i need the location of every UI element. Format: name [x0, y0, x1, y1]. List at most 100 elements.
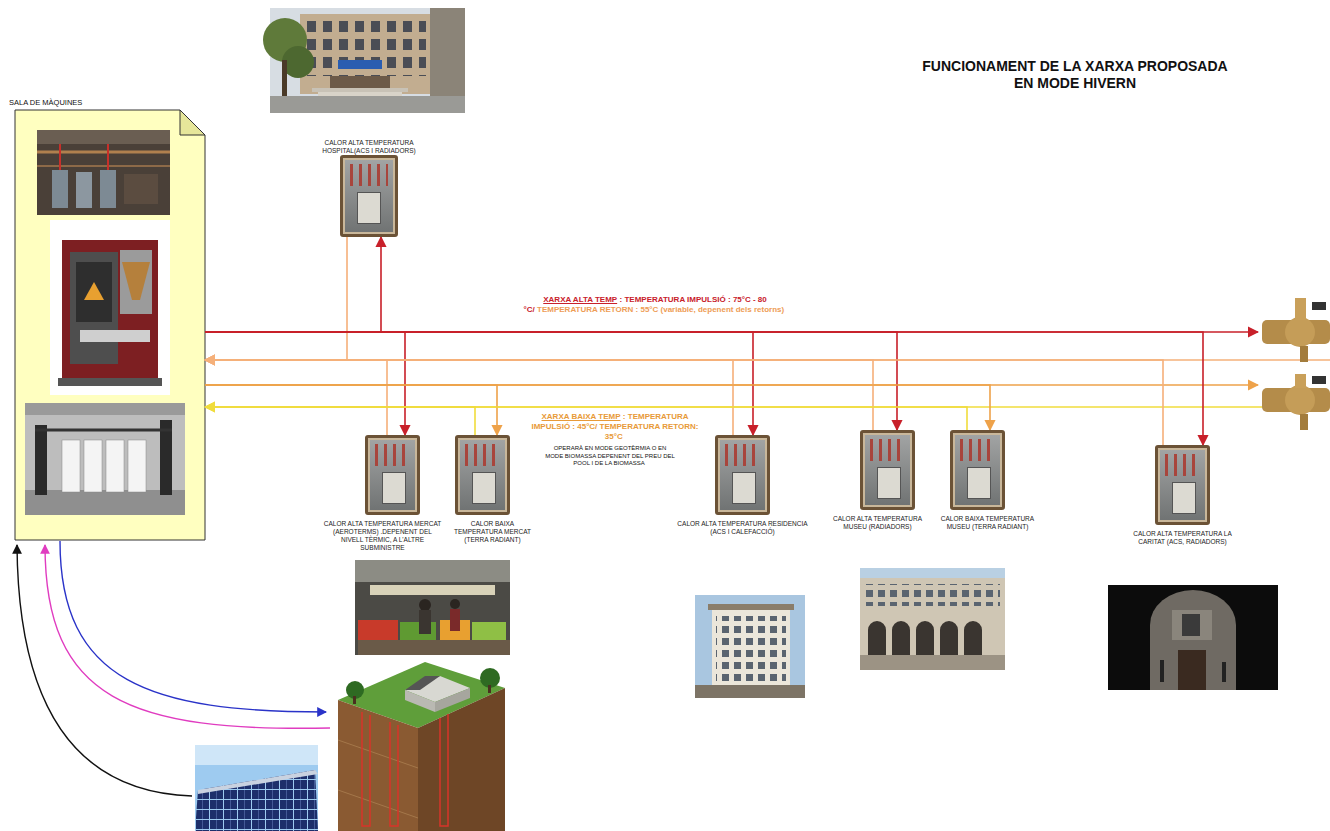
boiler-room-photo [37, 130, 170, 144]
heat-pump-room-photo [106, 440, 124, 492]
caritat-photo [1178, 650, 1206, 690]
substation-label: CALOR ALTA TEMPERATURA LA CARITAT (ACS, … [1123, 530, 1243, 546]
biomass-boiler-photo [58, 378, 162, 386]
pipe-connector [205, 332, 1203, 445]
hospital-photo [263, 8, 465, 113]
solar-panels-photo [195, 745, 318, 765]
residence-photo [716, 616, 786, 692]
biomass-boiler-photo [120, 250, 152, 314]
biomass-boiler-photo [80, 330, 150, 342]
heat-pump-room-photo [25, 403, 185, 515]
market-photo [450, 609, 460, 631]
room-heading: SALA DE MÀQUINES [9, 98, 82, 107]
pipe-connector [205, 407, 475, 435]
boiler-room-photo [107, 144, 109, 170]
pipe-connector [205, 360, 873, 430]
museum-courtyard-photo [860, 568, 1005, 670]
balancing-valve [1312, 376, 1326, 384]
machine-room: SALA DE MÀQUINES [15, 110, 205, 540]
pipe-connector [205, 237, 347, 360]
caritat-photo [1160, 660, 1164, 682]
label-group: XARXA ALTA TEMP: TEMPERATURA IMPULSIÓ : … [505, 295, 805, 315]
caritat-photo [1108, 585, 1278, 690]
balancing-valve [1262, 374, 1330, 430]
source-arrows [17, 545, 192, 796]
diagram-title: FUNCIONAMENT DE LA XARXA PROPOSADA EN MO… [915, 58, 1235, 92]
geothermal-field [362, 712, 370, 826]
substation-label: CALOR ALTA TEMPERATURA HOSPITAL(ACS I RA… [314, 139, 424, 155]
geothermal-field [338, 700, 418, 831]
label-group: OPERARÀ EN MODE GEOTÈRMIA O EN MODE BIOM… [545, 445, 675, 468]
machine-room-folder [15, 110, 205, 540]
geothermal-field [353, 696, 356, 704]
geothermal-field [435, 688, 470, 712]
pipe-connector [205, 237, 381, 332]
heat-pump-room-photo [35, 425, 47, 495]
solar-panels-photo [198, 770, 318, 794]
network-label: TEMPERATURA RETORN : 55°C (variable, dep… [537, 305, 784, 314]
heat-substation: CALOR ALTA TEMPERATURA MUSEU (RADIADORS) [860, 430, 915, 510]
geothermal-field [405, 690, 435, 712]
residence-photo [712, 610, 790, 698]
biomass-boiler-photo [122, 262, 150, 300]
substation-label: CALOR ALTA TEMPERATURA MERCAT (AEROTERMS… [324, 520, 442, 553]
pipe-connector [205, 360, 1163, 445]
geothermal-field [338, 662, 505, 831]
balancing-valve [1312, 302, 1326, 310]
pipe-connector [205, 360, 387, 435]
hospital-photo [282, 60, 287, 100]
solar-panels-photo [195, 770, 318, 831]
geothermal-field [488, 685, 491, 693]
solar-panels-photo [195, 745, 318, 831]
boiler-room-photo [37, 130, 170, 215]
biomass-boiler-photo [84, 282, 104, 300]
heat-pump-room-photo [35, 429, 172, 432]
museum-courtyard-photo [860, 568, 1005, 670]
boiler-room-photo [37, 151, 170, 154]
substation-label: CALOR ALTA TEMPERATURA RESIDENCIA (ACS I… [675, 520, 810, 536]
heating-pipes [205, 332, 1330, 407]
balancing-valve [1300, 414, 1308, 430]
heat-substation: CALOR ALTA TEMPERATURA RESIDENCIA (ACS I… [715, 435, 770, 515]
balancing-valve [1295, 298, 1306, 320]
substation-label: CALOR ALTA TEMPERATURA MUSEU (RADIADORS) [823, 515, 933, 531]
heat-substation: CALOR BAIXA TEMPERATURA MUSEU (TERRA RAD… [950, 430, 1005, 510]
boiler-room-photo [37, 130, 170, 215]
network-label: XARXA BAIXA TEMP [542, 412, 621, 421]
heat-substation: CALOR BAIXA TEMPERATURA MERCAT (TERRA RA… [455, 435, 510, 515]
balancing-valve [1300, 346, 1308, 362]
boiler-room-photo [124, 174, 158, 204]
hospital-photo [318, 92, 402, 96]
boiler-room-photo [37, 165, 170, 167]
geothermal-field [338, 740, 418, 768]
heat-substation: CALOR ALTA TEMPERATURA MERCAT (AEROTERMS… [365, 435, 420, 515]
market-photo [419, 599, 431, 611]
geothermal-field [405, 676, 440, 690]
caritat-photo [1222, 662, 1226, 682]
source-arrows [60, 541, 326, 712]
market-photo [355, 560, 510, 582]
substation-label: CALOR BAIXA TEMPERATURA MERCAT (TERRA RA… [447, 520, 539, 544]
heat-pump-room-photo [84, 440, 102, 492]
caritat-photo [1108, 585, 1278, 690]
operation-note: OPERARÀ EN MODE GEOTÈRMIA O EN MODE BIOM… [545, 445, 675, 466]
machine-room-folder [180, 110, 205, 135]
balancing-valve [1285, 317, 1315, 347]
residence-photo [695, 595, 805, 698]
pipe-connector [205, 385, 497, 435]
biomass-boiler-photo [50, 220, 170, 395]
balancing-valve [1285, 385, 1315, 415]
biomass-boiler-photo [62, 240, 158, 380]
caritat-photo [1172, 610, 1212, 640]
source-arrows [17, 541, 330, 796]
museum-courtyard-photo [860, 568, 1005, 578]
heat-substation: CALOR ALTA TEMPERATURA HOSPITAL(ACS I RA… [340, 155, 398, 237]
biomass-boiler-photo [50, 220, 170, 395]
heat-substation: CALOR ALTA TEMPERATURA LA CARITAT (ACS, … [1155, 445, 1210, 525]
market-photo [472, 622, 506, 640]
market-photo [355, 560, 510, 655]
geothermal-field [390, 722, 398, 826]
label-group: XARXA BAIXA TEMP: TEMPERATURA IMPULSIÓ :… [525, 412, 705, 442]
market-photo [355, 560, 510, 655]
machine-room-folder [15, 110, 205, 540]
